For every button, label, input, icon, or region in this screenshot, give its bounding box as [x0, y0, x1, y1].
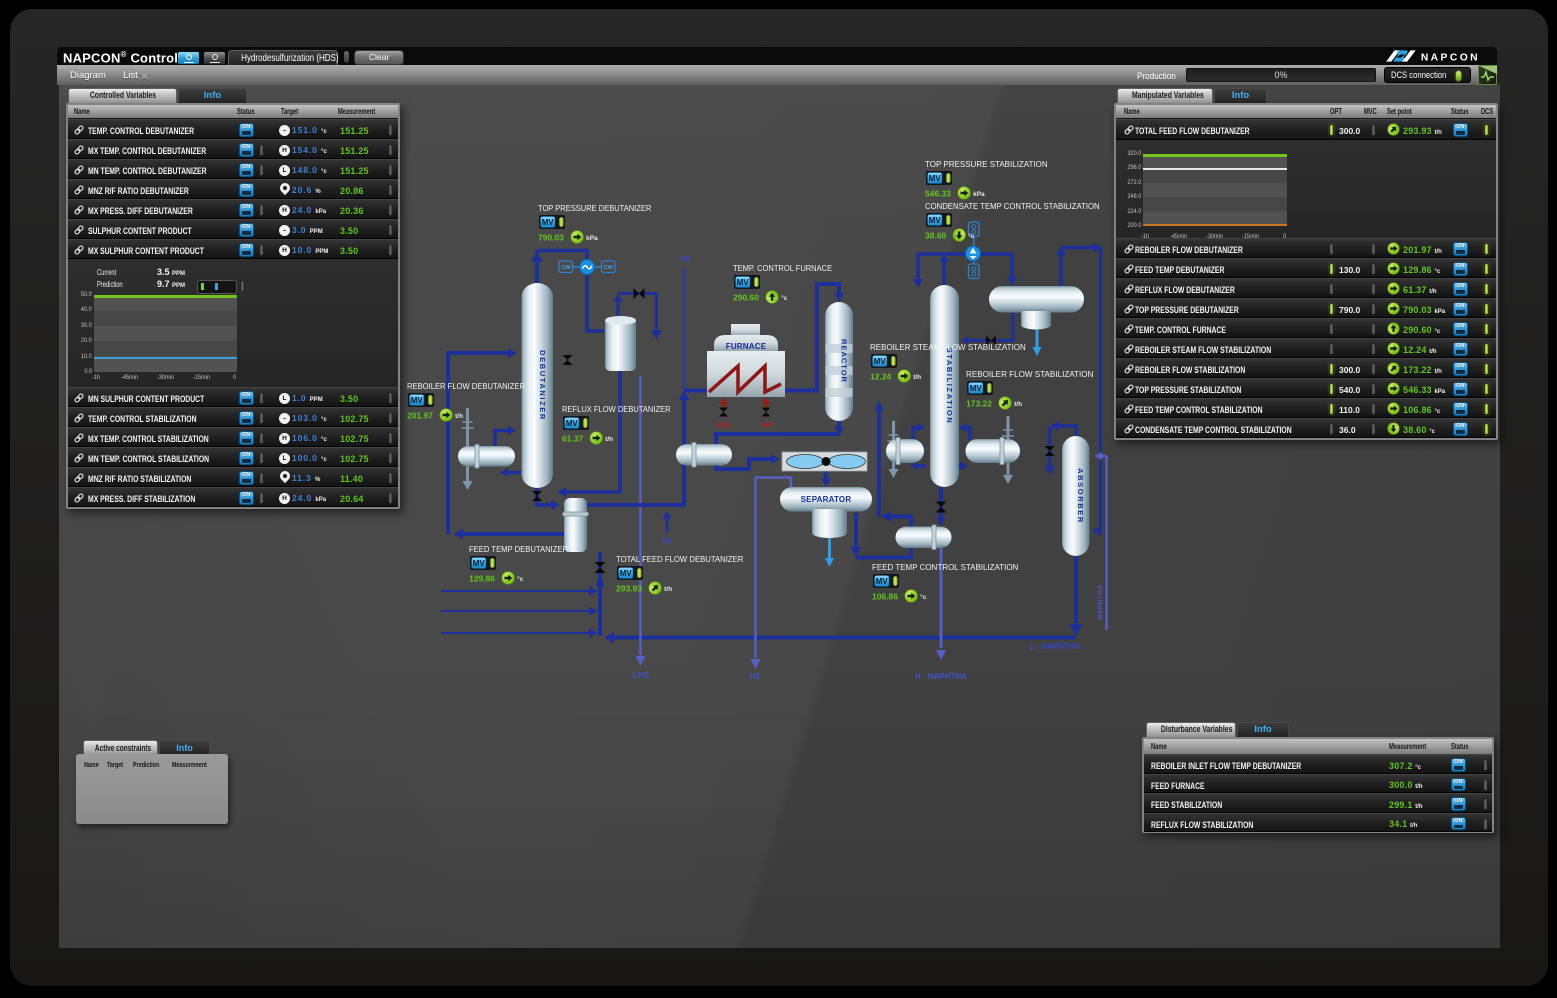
svg-text:REACTOR: REACTOR [840, 339, 849, 383]
svg-text:MV: MV [566, 419, 579, 428]
svg-text:38.60: 38.60 [925, 231, 947, 241]
svg-text:LPG: LPG [633, 671, 649, 680]
svg-text:kPa: kPa [973, 191, 985, 198]
svg-text:MV: MV [929, 174, 942, 183]
svg-text:L - NAPHTHA: L - NAPHTHA [1030, 642, 1081, 651]
svg-text:°c: °c [781, 294, 788, 302]
svg-text:MV: MV [620, 569, 633, 578]
svg-text:MV: MV [473, 559, 486, 568]
svg-text:TOP PRESSURE DEBUTANIZER: TOP PRESSURE DEBUTANIZER [538, 203, 651, 213]
svg-text:NAPHTHA: NAPHTHA [1097, 584, 1104, 619]
svg-text:CW: CW [561, 265, 571, 271]
svg-text:61.37: 61.37 [562, 434, 584, 444]
svg-text:129.86: 129.86 [469, 574, 495, 584]
svg-text:REBOILER FLOW DEBUTANIZER: REBOILER FLOW DEBUTANIZER [407, 381, 525, 391]
svg-text:TEMP. CONTROL FURNACE: TEMP. CONTROL FURNACE [733, 263, 832, 273]
svg-text:FEED TEMP DEBUTANIZER: FEED TEMP DEBUTANIZER [469, 544, 568, 554]
svg-text:CONDENSATE TEMP CONTROL STABIL: CONDENSATE TEMP CONTROL STABILIZATION [925, 201, 1100, 211]
svg-text:106.86: 106.86 [872, 592, 898, 602]
svg-text:STABILIZATION: STABILIZATION [945, 348, 954, 425]
svg-text:H - NAPHTHA: H - NAPHTHA [915, 672, 967, 681]
svg-text:FEED TEMP CONTROL STABILIZATIO: FEED TEMP CONTROL STABILIZATION [872, 562, 1018, 572]
svg-text:TOP PRESSURE STABILIZATION: TOP PRESSURE STABILIZATION [925, 159, 1048, 169]
svg-text:MV: MV [542, 218, 555, 227]
svg-text:t/h: t/h [664, 586, 672, 593]
svg-text:t/h: t/h [913, 374, 921, 381]
svg-text:546.33: 546.33 [925, 189, 951, 199]
svg-text:12.24: 12.24 [870, 372, 892, 382]
svg-text:TOTAL FEED FLOW DEBUTANIZER: TOTAL FEED FLOW DEBUTANIZER [616, 554, 743, 564]
svg-text:MV: MV [874, 357, 887, 366]
svg-text:MV: MV [929, 216, 942, 225]
svg-text:t/h: t/h [1014, 401, 1022, 408]
svg-text:CW: CW [604, 265, 614, 271]
svg-text:MV: MV [737, 278, 750, 287]
svg-text:REBOILER STEAM FLOW STABILIZAT: REBOILER STEAM FLOW STABILIZATION [870, 342, 1026, 352]
svg-text:H2: H2 [680, 254, 690, 263]
svg-text:173.22: 173.22 [966, 399, 992, 409]
svg-text:290.60: 290.60 [733, 293, 759, 303]
svg-text:°c: °c [920, 593, 927, 601]
svg-text:FUEL: FUEL [716, 423, 732, 429]
svg-text:AIR: AIR [761, 423, 772, 429]
svg-text:°c: °c [517, 575, 524, 583]
svg-text:NAPCON: NAPCON [1421, 53, 1480, 64]
svg-text:t/h: t/h [455, 413, 463, 420]
svg-text:201.97: 201.97 [407, 411, 433, 421]
svg-text:t/h: t/h [605, 436, 613, 443]
svg-text:REFLUX FLOW DEBUTANIZER: REFLUX FLOW DEBUTANIZER [562, 404, 671, 414]
svg-text:MV: MV [411, 396, 424, 405]
svg-text:kPa: kPa [586, 235, 598, 242]
svg-text:DEBUTANIZER: DEBUTANIZER [538, 350, 547, 421]
svg-text:MV: MV [970, 384, 983, 393]
svg-text:H2: H2 [662, 536, 672, 545]
svg-text:H2: H2 [750, 672, 761, 681]
svg-text:FURNACE: FURNACE [726, 342, 767, 351]
svg-text:SEPARATOR: SEPARATOR [801, 495, 852, 504]
svg-text:293.93: 293.93 [616, 584, 642, 594]
svg-text:MV: MV [876, 577, 889, 586]
svg-text:ABSORBER: ABSORBER [1076, 468, 1085, 524]
svg-text:REBOILER FLOW STABILIZATION: REBOILER FLOW STABILIZATION [966, 369, 1093, 379]
svg-text:°c: °c [968, 232, 975, 240]
svg-text:790.03: 790.03 [538, 233, 564, 243]
